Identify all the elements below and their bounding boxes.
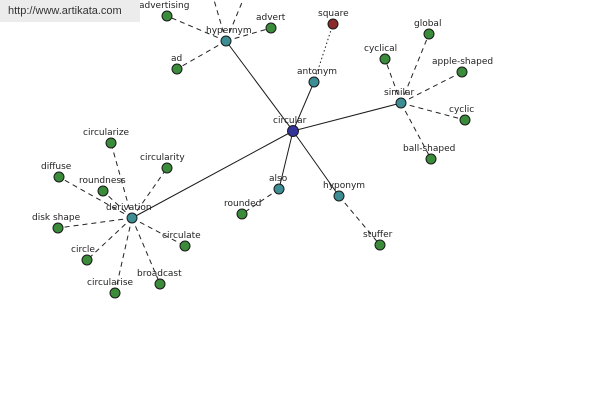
graph-labels: circular hypernym antonym similar also hypony… xyxy=(32,1,493,288)
node-label-advert[interactable]: advert xyxy=(256,13,286,23)
node-label-circularize[interactable]: circularize xyxy=(83,128,130,138)
graph-edges xyxy=(57,0,466,294)
node-label-rounded[interactable]: rounded xyxy=(224,199,261,209)
node-also[interactable] xyxy=(273,183,285,195)
node-label-circularity[interactable]: circularity xyxy=(140,153,185,163)
node-label-circle[interactable]: circle xyxy=(71,245,95,255)
edge-derivation-circularity xyxy=(131,167,168,219)
node-circularise[interactable] xyxy=(109,287,121,299)
node-circulate[interactable] xyxy=(179,240,191,252)
node-label-cyclic[interactable]: cyclic xyxy=(449,105,474,115)
node-circular[interactable] xyxy=(287,125,299,137)
edge-derivation-circularise xyxy=(114,217,133,294)
node-advertising[interactable] xyxy=(161,10,173,22)
edge-circular-derivation xyxy=(131,130,294,219)
node-global[interactable] xyxy=(423,28,435,40)
edge-circular-hyponym xyxy=(292,130,340,197)
node-stuffer[interactable] xyxy=(374,239,386,251)
edge-similar-ball-shaped xyxy=(400,102,432,160)
node-label-similar[interactable]: similar xyxy=(384,88,414,98)
node-label-also[interactable]: also xyxy=(269,174,288,184)
edge-similar-cyclic xyxy=(400,102,466,121)
edge-hypernym-ad xyxy=(176,40,227,70)
edge-hypernym-offtop-b xyxy=(225,0,244,42)
node-hyponym[interactable] xyxy=(333,190,345,202)
edge-similar-apple-shaped xyxy=(400,71,463,104)
node-label-ad[interactable]: ad xyxy=(171,54,182,64)
edge-hypernym-advertising xyxy=(166,15,227,42)
node-hypernym[interactable] xyxy=(220,35,232,47)
node-label-diffuse[interactable]: diffuse xyxy=(41,162,72,172)
edge-derivation-disk-shape xyxy=(57,217,133,229)
node-label-stuffer[interactable]: stuffer xyxy=(363,230,393,240)
node-label-derivation[interactable]: derivation xyxy=(106,203,152,213)
node-cyclic[interactable] xyxy=(459,114,471,126)
edge-similar-cyclical xyxy=(384,58,402,104)
edge-derivation-circle xyxy=(86,217,133,261)
edge-derivation-circulate xyxy=(131,217,186,247)
node-antonym[interactable] xyxy=(308,76,320,88)
node-label-cyclical[interactable]: cyclical xyxy=(364,44,397,54)
node-disk-shape[interactable] xyxy=(52,222,64,234)
edge-circular-hypernym xyxy=(225,40,294,132)
node-label-antonym[interactable]: antonym xyxy=(297,67,337,77)
graph-nodes xyxy=(52,10,471,299)
node-circle[interactable] xyxy=(81,254,93,266)
node-roundness[interactable] xyxy=(97,185,109,197)
edge-hypernym-advert xyxy=(225,27,272,42)
node-derivation[interactable] xyxy=(126,212,138,224)
node-label-hypernym[interactable]: hypernym xyxy=(206,26,252,36)
node-label-apple-shaped[interactable]: apple-shaped xyxy=(432,57,493,67)
edge-circular-similar xyxy=(292,102,402,132)
edge-circular-also xyxy=(278,130,294,190)
edge-hypernym-offtop-a xyxy=(213,0,227,42)
node-broadcast[interactable] xyxy=(154,278,166,290)
node-similar[interactable] xyxy=(395,97,407,109)
edge-circular-antonym xyxy=(292,81,315,132)
edge-also-rounded xyxy=(241,188,280,215)
edge-derivation-diffuse xyxy=(58,176,133,219)
node-label-circular[interactable]: circular xyxy=(273,116,307,126)
node-cyclical[interactable] xyxy=(379,53,391,65)
node-square[interactable] xyxy=(327,18,339,30)
node-ball-shaped[interactable] xyxy=(425,153,437,165)
edge-similar-global xyxy=(400,33,430,104)
node-label-square[interactable]: square xyxy=(318,9,349,19)
node-label-circulate[interactable]: circulate xyxy=(162,231,201,241)
edge-derivation-broadcast xyxy=(131,217,161,285)
node-label-circularise[interactable]: circularise xyxy=(87,278,134,288)
edge-hyponym-stuffer xyxy=(338,195,381,246)
edge-derivation-roundness xyxy=(102,190,133,219)
node-label-hyponym[interactable]: hyponym xyxy=(323,181,365,191)
node-apple-shaped[interactable] xyxy=(456,66,468,78)
node-advert[interactable] xyxy=(265,22,277,34)
node-circularize[interactable] xyxy=(105,137,117,149)
node-label-disk-shape[interactable]: disk shape xyxy=(32,213,81,223)
node-rounded[interactable] xyxy=(236,208,248,220)
node-ad[interactable] xyxy=(171,63,183,75)
node-label-advertising[interactable]: advertising xyxy=(139,1,189,11)
edge-derivation-circularize xyxy=(110,142,133,219)
node-label-broadcast[interactable]: broadcast xyxy=(137,269,182,279)
node-circularity[interactable] xyxy=(161,162,173,174)
watermark-url[interactable]: http://www.artikata.com xyxy=(0,0,140,22)
node-label-roundness[interactable]: roundness xyxy=(79,176,126,186)
node-label-ball-shaped[interactable]: ball-shaped xyxy=(403,144,455,154)
node-label-global[interactable]: global xyxy=(414,19,441,29)
node-diffuse[interactable] xyxy=(53,171,65,183)
